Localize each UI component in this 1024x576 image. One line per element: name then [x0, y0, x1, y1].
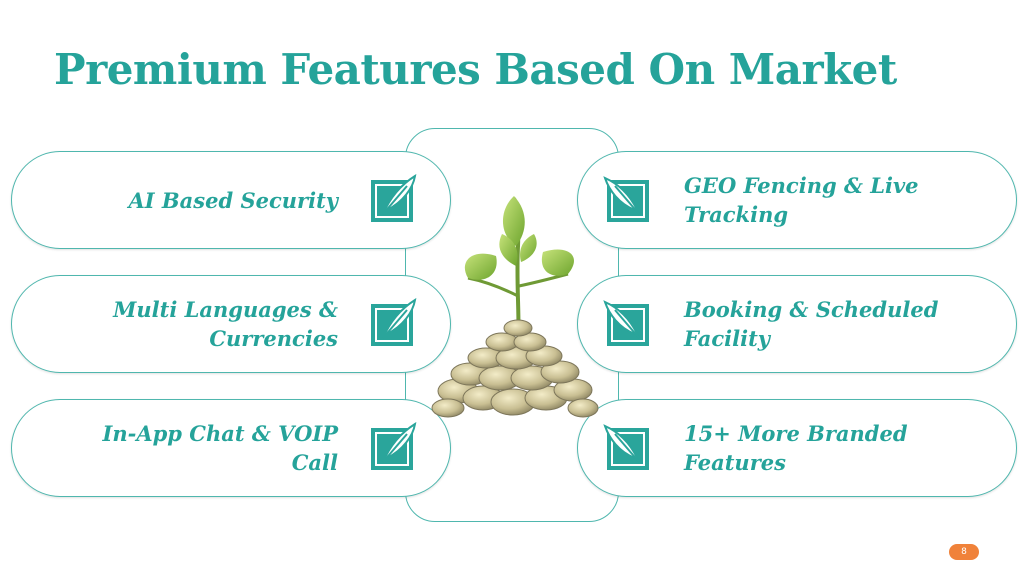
slide-title: Premium Features Based On Market: [54, 45, 897, 94]
feature-card-branded-features: 15+ More Branded Features: [577, 399, 1017, 497]
plant-on-coins-illustration: [428, 186, 600, 426]
feature-card-in-app-chat: In-App Chat & VOIP Call: [11, 399, 451, 497]
feature-card-multi-languages: Multi Languages & Currencies: [11, 275, 451, 373]
feather-icon: [369, 298, 419, 348]
feature-card-geo-fencing: GEO Fencing & Live Tracking: [577, 151, 1017, 249]
feather-icon: [369, 422, 419, 472]
feature-label: In-App Chat & VOIP Call: [102, 421, 338, 475]
feather-icon: [603, 174, 653, 224]
feature-label: Multi Languages & Currencies: [113, 297, 338, 351]
feature-label: GEO Fencing & Live Tracking: [684, 173, 919, 227]
page-number-badge: 8: [949, 544, 979, 560]
feature-label: Booking & Scheduled Facility: [684, 297, 939, 351]
feature-card-ai-security: AI Based Security: [11, 151, 451, 249]
feature-label: 15+ More Branded Features: [684, 421, 908, 475]
feather-icon: [603, 298, 653, 348]
feather-icon: [369, 174, 419, 224]
feature-label: AI Based Security: [128, 187, 339, 213]
feather-icon: [603, 422, 653, 472]
feature-card-booking: Booking & Scheduled Facility: [577, 275, 1017, 373]
